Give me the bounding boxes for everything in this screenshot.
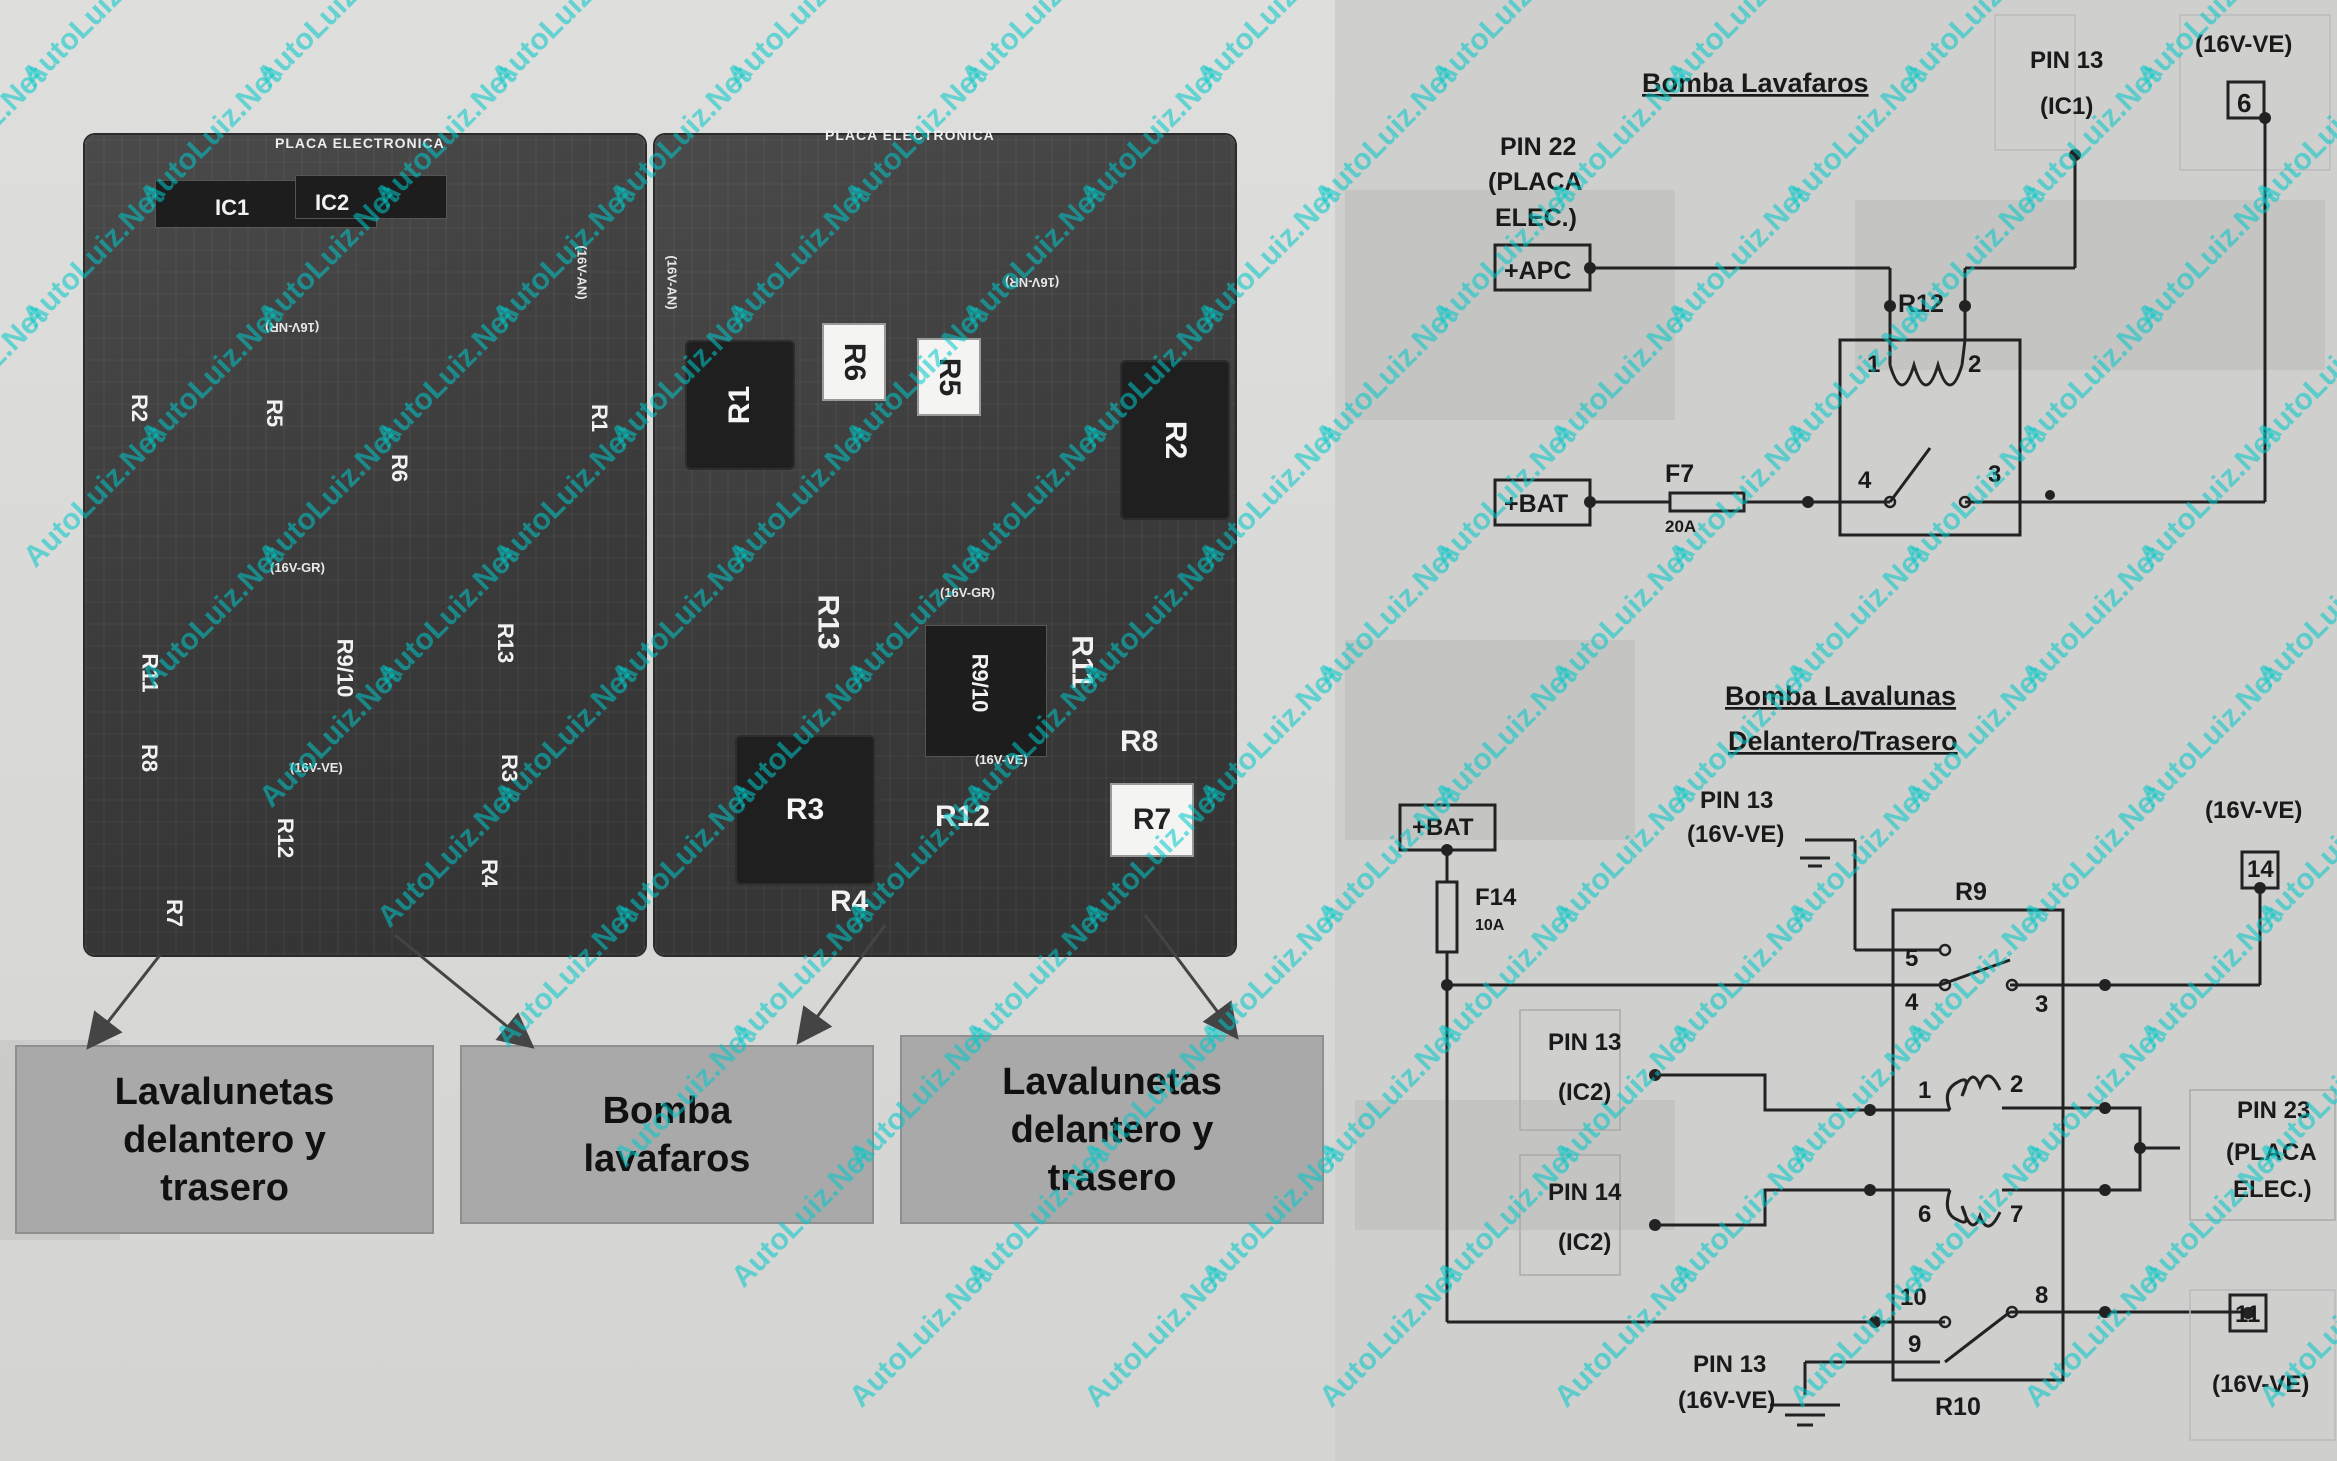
washer-pin-9: 9 [1908,1331,1921,1358]
background-shadow [1355,1100,1675,1230]
pcb-b-r7: R7 [1110,783,1194,857]
arrow-board-a-right [394,933,535,1049]
washer-pin14-ic2: PIN 14 [1548,1179,1622,1206]
callout-headlamp-pump: Bomba lavafaros [460,1045,874,1224]
headlamp-title: Bomba Lavafaros [1642,68,1869,98]
pcb-board-a: PLACA ELECTRONICA IC1 IC2 (16V-NR) (16V-… [85,135,645,955]
pcb-a-ic1: IC1 [215,195,250,220]
washer-pin-3: 3 [2035,991,2048,1018]
callout-rear-washer-b: Lavalunetas delantero y trasero [900,1035,1324,1224]
headlamp-pin22-placa: (PLACA [1488,168,1582,196]
washer-conn-top-label: (16V-VE) [2205,797,2302,824]
pcb-b-mark-gr: (16V-GR) [940,585,995,600]
pcb-a-ic2: IC2 [315,190,350,215]
callout-rear-washer-b-text: Lavalunetas delantero y trasero [1002,1060,1222,1199]
headlamp-pin-2: 2 [1968,351,1981,378]
pcb-b-title: PLACA ELECTRONICA [825,127,995,143]
chip-ic2 [295,175,447,219]
pcb-b-r8: R8 [1120,725,1159,758]
headlamp-pin-4: 4 [1858,467,1872,494]
washer-pin-4: 4 [1905,989,1919,1016]
washer-pin23-elec: ELEC.) [2233,1176,2312,1203]
arrow-board-b-right [1143,914,1239,1040]
headlamp-pin13: PIN 13 [2030,47,2103,74]
headlamp-fuse-rating: 20A [1665,517,1696,536]
background-shadow [1345,190,1675,420]
pcb-a-mark-gr: (16V-GR) [270,560,325,575]
washer-pin23-placa: (PLACA [2226,1139,2317,1166]
washer-pin14-ic2-label: (IC2) [1558,1229,1611,1256]
arrow-board-a-left [86,954,162,1050]
background-shadow [1855,200,2325,370]
headlamp-relay: R12 [1898,290,1944,318]
washer-pin-1: 1 [1918,1077,1931,1104]
headlamp-pin22-elec: ELEC.) [1495,204,1577,232]
pcb-b-mark-ve: (16V-VE) [975,752,1028,767]
washer-relay-r9: R9 [1955,878,1987,906]
washer-pin13-ic2-label: (IC2) [1558,1079,1611,1106]
washer-pin-7: 7 [2010,1201,2023,1228]
washer-fuse: F14 [1475,884,1517,911]
washer-gnd-top-conn: (16V-VE) [1687,821,1784,848]
washer-conn-bottom-label: (16V-VE) [2212,1371,2309,1398]
washer-relay-r10: R10 [1935,1393,1981,1421]
headlamp-pin22: PIN 22 [1500,133,1576,161]
schematic-sheet [1335,0,2337,1461]
headlamp-apc: +APC [1504,257,1571,285]
pcb-b-r3: R3 [735,735,875,885]
pcb-board-b: PLACA ELECTRONICA (16V-NR) (16V-AN) R6 R… [655,127,1235,955]
pcb-photo: PLACA ELECTRONICA IC1 IC2 (16V-NR) (16V-… [0,0,1335,1461]
headlamp-pin13-ic1: (IC1) [2040,93,2093,120]
pcb-b-r4: R4 [830,885,869,918]
washer-pin13-ic2: PIN 13 [1548,1029,1621,1056]
washer-pin-8: 8 [2035,1282,2048,1309]
washer-conn-bottom-pin: 11 [2235,1301,2260,1328]
washer-bat: +BAT [1412,814,1474,841]
callout-headlamp-pump-text: Bomba lavafaros [583,1089,751,1180]
headlamp-bat: +BAT [1504,490,1568,518]
washer-gnd-bottom-pin: PIN 13 [1693,1351,1766,1378]
washer-pin-5: 5 [1905,945,1918,972]
washer-title-1: Bomba Lavalunas [1725,681,1956,711]
callout-rear-washer-a: Lavalunetas delantero y trasero [15,1045,434,1234]
arrow-board-b-left [796,924,887,1045]
pcb-b-r12: R12 [935,800,991,833]
washer-pin-6: 6 [1918,1201,1931,1228]
washer-fuse-rating: 10A [1475,917,1505,934]
background-shadow [1345,640,1635,840]
headlamp-pin-3: 3 [1988,461,2001,488]
washer-pin-2: 2 [2010,1071,2023,1098]
pcb-a-mark-ve: (16V-VE) [290,760,343,775]
washer-pin-10: 10 [1900,1284,1927,1311]
callout-rear-washer-a-text: Lavalunetas delantero y trasero [114,1070,335,1209]
pcb-a-title: PLACA ELECTRONICA [275,135,445,151]
washer-title-2: Delantero/Trasero [1728,726,1958,756]
washer-gnd-top-pin: PIN 13 [1700,787,1773,814]
pcb-b-relay-r9-10 [925,625,1047,757]
headlamp-fuse: F7 [1665,460,1694,488]
headlamp-conn-label: (16V-VE) [2195,31,2292,58]
headlamp-conn-pin: 6 [2237,88,2251,118]
washer-gnd-bottom-conn: (16V-VE) [1678,1387,1775,1414]
headlamp-pin-1: 1 [1867,351,1880,378]
washer-pin23: PIN 23 [2237,1097,2310,1124]
washer-conn-top-pin: 14 [2247,856,2274,883]
